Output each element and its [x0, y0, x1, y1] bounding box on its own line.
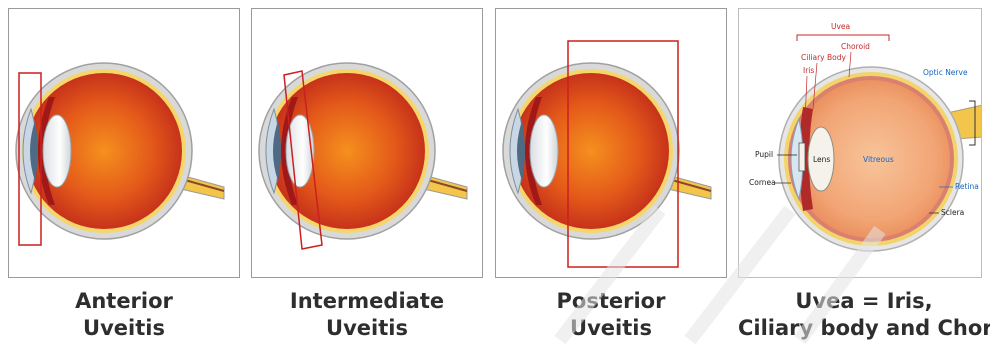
vitreous-label: Vitreous	[863, 155, 894, 164]
posterior-caption: Posterior Uveitis	[491, 288, 731, 342]
caption-line: Anterior	[4, 288, 244, 315]
anterior-uveitis-panel	[8, 8, 240, 278]
pupil-label: Pupil	[755, 150, 773, 159]
sclera-label: Sclera	[941, 208, 964, 217]
cornea-label: Cornea	[749, 178, 776, 187]
caption-line: Ciliary body and Choroid	[738, 315, 990, 342]
eye-cross-section	[16, 63, 224, 239]
eye-diagram-anterior	[9, 9, 240, 278]
ciliary-body-label: Ciliary Body	[801, 53, 846, 62]
uvea-label: Uvea	[831, 22, 850, 31]
caption-line: Intermediate	[247, 288, 487, 315]
retina-label: Retina	[955, 182, 979, 191]
caption-line: Uveitis	[491, 315, 731, 342]
iris-label: Iris	[803, 66, 814, 75]
eye-cross-section	[503, 63, 711, 239]
intermediate-uveitis-panel	[251, 8, 483, 278]
eye-diagram-labelled: Uvea Choroid Ciliary Body Iris Optic Ner…	[739, 9, 982, 278]
eye-diagram-intermediate	[252, 9, 483, 278]
caption-line: Uvea = Iris,	[738, 288, 990, 315]
eye-cross-section	[259, 63, 467, 239]
intermediate-caption: Intermediate Uveitis	[247, 288, 487, 342]
uvea-caption: Uvea = Iris, Ciliary body and Choroid	[738, 288, 990, 342]
uvea-anatomy-panel: Uvea Choroid Ciliary Body Iris Optic Ner…	[738, 8, 982, 278]
anterior-caption: Anterior Uveitis	[4, 288, 244, 342]
choroid-label: Choroid	[841, 42, 870, 51]
eye-diagram-posterior	[496, 9, 727, 278]
uvea-bracket	[797, 35, 889, 41]
optic-nerve-label: Optic Nerve	[923, 68, 968, 77]
caption-line: Posterior	[491, 288, 731, 315]
posterior-uveitis-panel	[495, 8, 727, 278]
caption-line: Uveitis	[247, 315, 487, 342]
lens-label: Lens	[813, 155, 830, 164]
caption-line: Uveitis	[4, 315, 244, 342]
